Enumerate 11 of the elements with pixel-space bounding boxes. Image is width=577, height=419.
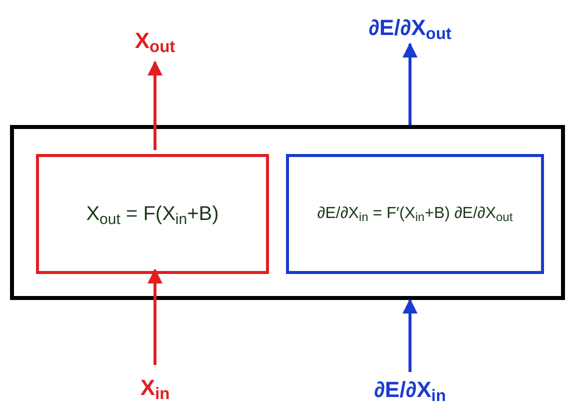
variable-label: ∂E/∂X$_{in}$ bbox=[350, 372, 470, 406]
variable-label: X$_{out}$ bbox=[120, 18, 190, 62]
layer-box bbox=[10, 125, 565, 300]
variable-label: X$_{in}$ bbox=[125, 365, 185, 409]
arrow bbox=[402, 298, 418, 372]
variable-label: ∂E/∂X$_{out}$ bbox=[345, 10, 475, 44]
formula-box: X$_{out}$ = F(X$_{in}$+B) bbox=[36, 154, 269, 274]
arrow bbox=[148, 268, 162, 365]
formula-box: ∂E/∂X$_{in}$ = F′(X$_{in}$+B) ∂E/∂X$_{out}$ bbox=[286, 154, 544, 274]
arrow bbox=[148, 60, 162, 150]
arrow bbox=[402, 42, 418, 125]
